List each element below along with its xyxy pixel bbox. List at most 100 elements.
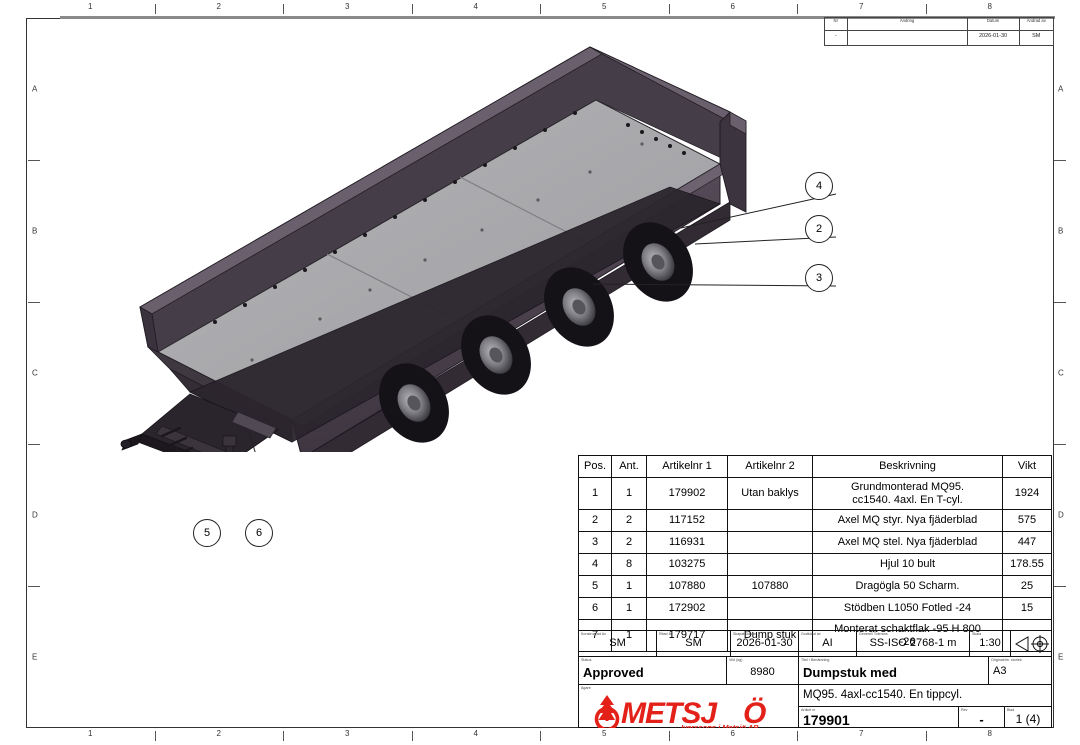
wheel xyxy=(544,267,614,347)
cell-art1: 116931 xyxy=(646,531,728,554)
format-value: A3 xyxy=(993,665,1007,677)
zone-letter: B xyxy=(32,226,38,236)
cell-vikt: 1924 xyxy=(1002,477,1052,510)
balloon-3[interactable]: 3 xyxy=(805,264,833,292)
created-date-value: 2026-01-30 xyxy=(736,637,793,649)
zone-tick xyxy=(154,731,156,741)
designed-by-label: Konstruerad Av xyxy=(581,632,607,636)
cell-vikt: 15 xyxy=(1002,597,1052,620)
revision-table: Nr Ändring Datum Ändrad av - 2026-01-30 … xyxy=(824,17,1055,46)
zone-number: 8 xyxy=(987,729,992,738)
balloon-4[interactable]: 4 xyxy=(805,172,833,200)
cell-pos: 2 xyxy=(578,509,612,532)
wheel xyxy=(461,315,531,395)
zone-tick xyxy=(411,731,413,741)
cell-art1: 179902 xyxy=(646,477,728,510)
sheet-label: Blad xyxy=(1007,708,1015,712)
zone-tick xyxy=(1054,444,1066,445)
table-row: 5 1 107880 107880 Dragögla 50 Scharm. 25 xyxy=(578,575,1052,598)
owner-label: Ägare xyxy=(581,686,591,690)
cell-vikt: 25 xyxy=(1002,575,1052,598)
projection-symbol-cell xyxy=(1011,631,1051,657)
zone-tick xyxy=(28,444,40,445)
format-cell: Originalritn. storlek A3 xyxy=(989,657,1051,685)
status-label: Status xyxy=(581,658,592,662)
balloon-5[interactable]: 5 xyxy=(193,519,221,547)
cell-ant: 2 xyxy=(611,509,647,532)
zone-number: 2 xyxy=(216,729,221,738)
zone-tick xyxy=(411,4,413,14)
owner-logo-cell: Ägare METSJ Ö Iverssons i Metsjö AB xyxy=(579,685,799,728)
zone-letter: A xyxy=(1058,84,1064,94)
tolerance-cell: Generell Tolerans SS-ISO 2768-1 m xyxy=(857,631,970,657)
revision-header-row: Nr Ändring Datum Ändrad av xyxy=(824,17,1055,31)
weight-value: 8980 xyxy=(750,666,775,678)
zone-number: 6 xyxy=(730,729,735,738)
approved-by-cell: Godkänd av AI xyxy=(799,631,857,657)
zone-tick xyxy=(28,160,40,161)
table-row: 4 8 103275 Hjul 10 bult 178.55 xyxy=(578,553,1052,576)
metsjo-logo: METSJ Ö Iverssons i Metsjö AB xyxy=(579,685,798,728)
designed-by-value: SM xyxy=(609,637,626,649)
format-label: Originalritn. storlek xyxy=(991,658,1022,662)
cell-art1: 117152 xyxy=(646,509,728,532)
cell-desc: Monterat schaktflak -95 H 800-26 xyxy=(812,619,1003,652)
zone-tick xyxy=(1054,160,1066,161)
cell-desc: Stödben L1050 Fotled -24 xyxy=(812,597,1003,620)
approved-by-value: AI xyxy=(822,637,833,649)
revision-label: Rev xyxy=(961,708,968,712)
sheet-cell: Blad 1 (4) xyxy=(1005,707,1051,728)
balloon-2[interactable]: 2 xyxy=(805,215,833,243)
zone-number: 4 xyxy=(473,729,478,738)
parts-header-row: Pos. Ant. Artikelnr 1 Artikelnr 2 Beskri… xyxy=(578,455,1052,478)
cell-pos: 5 xyxy=(578,575,612,598)
parts-header-desc: Beskrivning xyxy=(812,455,1003,478)
cell-desc: Axel MQ styr. Nya fjäderblad xyxy=(812,509,1003,532)
parts-header-pos: Pos. xyxy=(578,455,612,478)
cell-ant: 8 xyxy=(611,553,647,576)
revision-by: SM xyxy=(1018,30,1055,46)
scale-value: 1:30 xyxy=(979,637,1001,649)
zone-tick xyxy=(797,4,798,14)
zone-letter: A xyxy=(32,84,38,94)
revision-row: - 2026-01-30 SM xyxy=(824,30,1055,46)
balloon-6[interactable]: 6 xyxy=(245,519,273,547)
cell-art1: 179717 xyxy=(646,619,728,652)
zone-number: 2 xyxy=(216,2,221,11)
subtitle-value: MQ95. 4axl-cc1540. En tippcyl. xyxy=(803,689,963,701)
title-label: Titel / Benämning xyxy=(801,658,830,662)
zone-tick xyxy=(28,302,40,303)
trailer-isometric-view xyxy=(30,22,1050,493)
revision-nr: - xyxy=(824,30,848,46)
cell-ant: 2 xyxy=(611,531,647,554)
table-row: 1 1 179902 Utan baklys Grundmonterad MQ9… xyxy=(578,477,1052,510)
zone-tick xyxy=(797,731,798,741)
zone-letter: E xyxy=(32,652,38,662)
status-value: Approved xyxy=(583,665,644,680)
zone-tick xyxy=(1054,586,1066,587)
metsjo-logo-tagline: Iverssons i Metsjö AB xyxy=(681,723,759,728)
zone-tick xyxy=(925,4,927,14)
zone-tick xyxy=(28,586,40,587)
wheel xyxy=(379,363,449,443)
zone-letter: B xyxy=(1058,226,1064,236)
zone-tick xyxy=(283,4,284,14)
cell-ant: 1 xyxy=(611,597,647,620)
cell-vikt: 575 xyxy=(1002,509,1052,532)
zone-number: 3 xyxy=(345,2,350,11)
zone-number: 3 xyxy=(345,729,350,738)
zone-tick xyxy=(668,4,670,14)
cell-vikt: 178.55 xyxy=(1002,553,1052,576)
svg-text:Ö: Ö xyxy=(743,697,766,728)
cell-pos: 4 xyxy=(578,553,612,576)
drawn-by-value: SM xyxy=(685,637,702,649)
cell-art2: 107880 xyxy=(727,575,813,598)
article-number-cell: Artikel nr 179901 xyxy=(799,707,959,728)
title-block: Konstruerad Av SM Ritad av SM Skapat Dat… xyxy=(578,630,1052,728)
cell-desc: Dragögla 50 Scharm. xyxy=(812,575,1003,598)
zone-letter: D xyxy=(1058,510,1064,520)
zone-tick xyxy=(540,731,541,741)
